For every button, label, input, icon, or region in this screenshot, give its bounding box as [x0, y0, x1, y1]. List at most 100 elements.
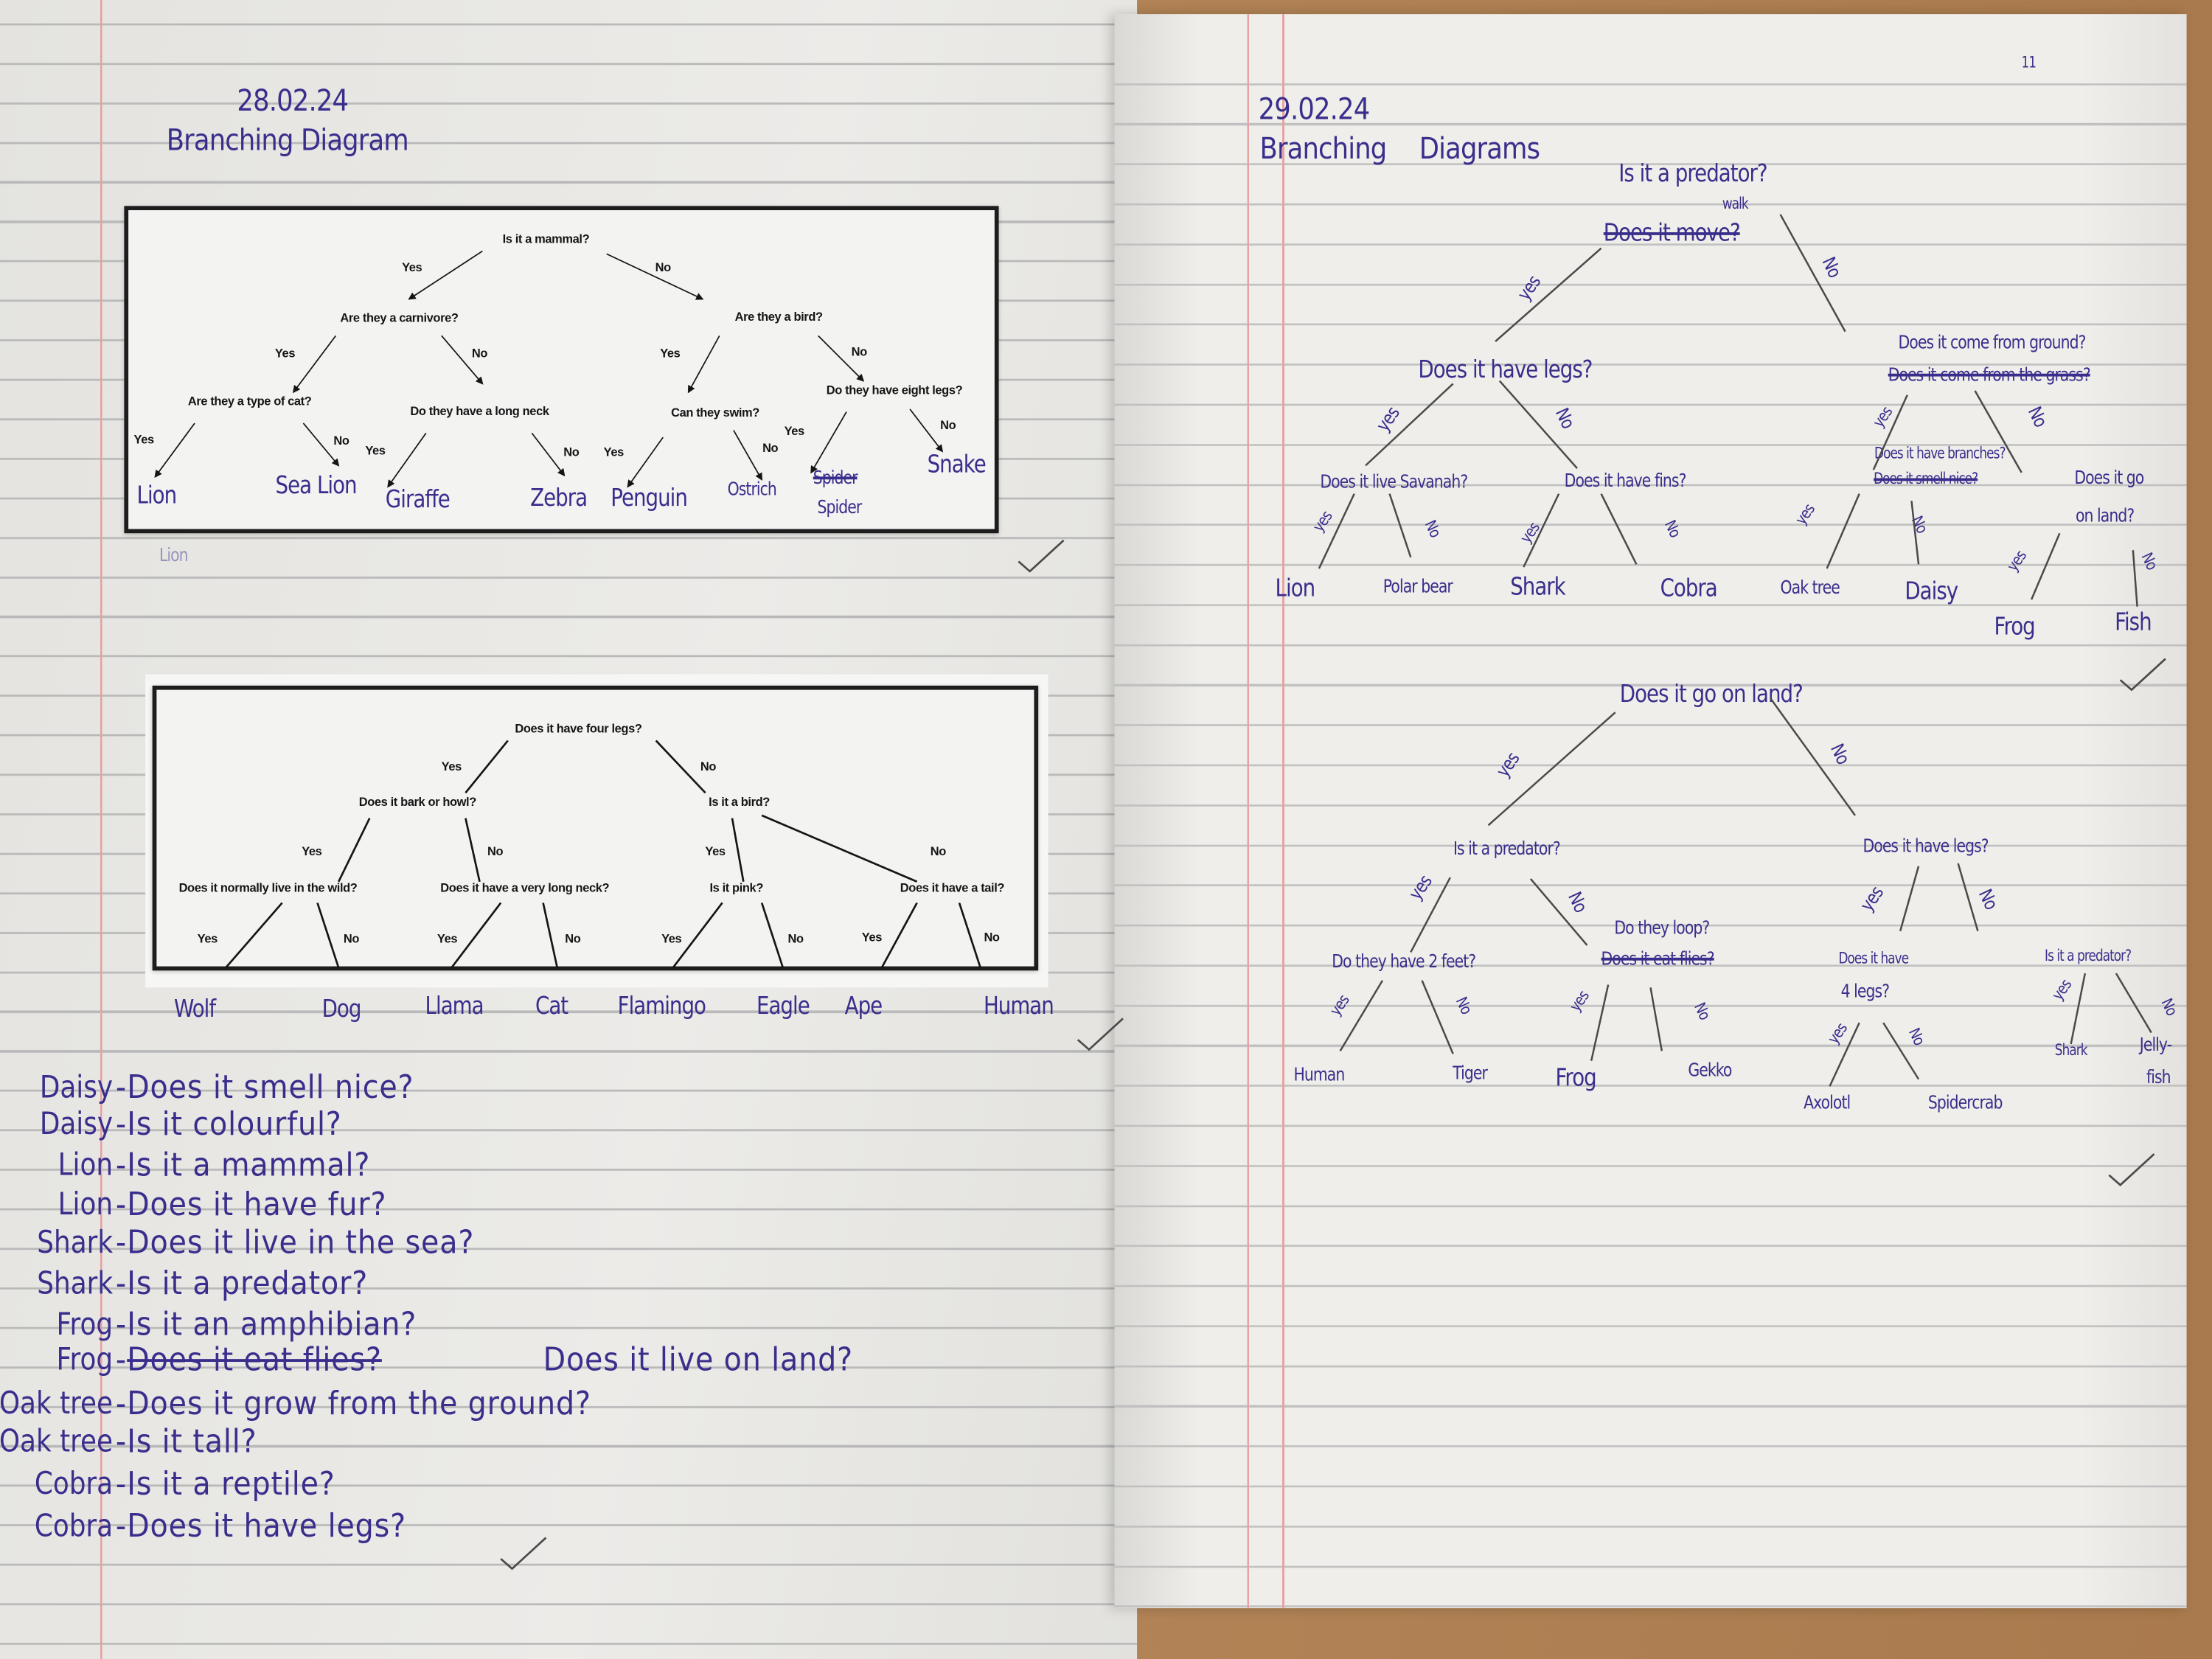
question-list-question: Does it live in the sea?	[127, 1225, 475, 1262]
tree-question-struck: Does it move?	[1603, 219, 1741, 248]
dash-separator: -	[115, 1069, 128, 1107]
answer-shark: Shark	[2054, 1040, 2088, 1060]
diagram-question: Is it a bird?	[709, 794, 770, 809]
tree-question: Does it have legs?	[1418, 356, 1593, 385]
dash-separator: -	[115, 1424, 128, 1461]
question-list-question: Is it an amphibian?	[127, 1307, 417, 1344]
question-list-question: Is it a reptile?	[127, 1466, 335, 1503]
answer-lion: Lion	[136, 481, 178, 510]
question-list-question: Is it tall?	[127, 1424, 257, 1461]
page-date: 28.02.24	[237, 83, 349, 118]
diagram-question: Do they have a long neck	[410, 403, 549, 418]
answer-llama: Llama	[425, 992, 484, 1021]
question-list-animal: Frog	[56, 1307, 114, 1343]
tree-question-struck: Does it smell nice?	[1874, 470, 1978, 488]
page-number: 11	[2021, 53, 2037, 72]
tree-question: Does it live Savanah?	[1320, 472, 1468, 494]
answer-spider: Spider	[817, 498, 862, 519]
answer-wolf: Wolf	[173, 995, 216, 1024]
tree-question: 4 legs?	[1840, 981, 1890, 1004]
branch-label-yes: Yes	[661, 931, 682, 946]
question-list-animal: Oak tree	[0, 1386, 114, 1422]
branch-label-no: No	[655, 260, 672, 274]
diagram-question: Does it have four legs?	[515, 721, 642, 736]
branch-label-no: No	[984, 930, 1000, 945]
tree-question: Does it have fins?	[1564, 470, 1687, 493]
branch-label-no: No	[787, 931, 804, 946]
answer-flamingo: Flamingo	[617, 992, 706, 1021]
question-list-animal: Frog	[56, 1343, 114, 1379]
dash-separator: -	[115, 1186, 128, 1224]
tree-question: Does it come from ground?	[1898, 333, 2087, 354]
tree-question: Does it have legs?	[1863, 836, 1989, 858]
branch-label-yes: Yes	[133, 431, 155, 447]
tree-question: Is it a predator?	[2045, 946, 2132, 965]
answer-cat: Cat	[535, 992, 568, 1021]
tree-question: Does it have branches?	[1874, 444, 2006, 463]
right-page	[1114, 14, 2187, 1609]
tree-question: Does it go on land?	[1619, 681, 1804, 709]
tree-question-struck: Does it come from the grass?	[1888, 365, 2091, 386]
page-title: Branching Diagram	[166, 123, 409, 158]
diagram-question: Are they a type of cat?	[187, 394, 312, 408]
branch-label-no: No	[471, 346, 488, 361]
tree-question: on land?	[2075, 506, 2135, 528]
branch-label-yes: Yes	[302, 844, 322, 858]
question-list-animal: Lion	[58, 1148, 114, 1184]
question-list-animal: Cobra	[34, 1509, 114, 1545]
dash-separator: -	[115, 1307, 128, 1344]
diagram-question: Do they have eight legs?	[826, 383, 963, 397]
diagram-question: Is it a mammal?	[502, 232, 590, 246]
branch-label-no: No	[940, 417, 956, 432]
branch-label-yes: Yes	[437, 931, 458, 946]
diagram-question: Are they a carnivore?	[340, 310, 459, 325]
diagram-question: Does it bark or howl?	[358, 794, 477, 809]
answer-human: Human	[983, 992, 1054, 1021]
branch-label-no: No	[762, 440, 779, 455]
answer-jellyfish: fish	[2146, 1068, 2171, 1089]
tree-insert: walk	[1722, 194, 1749, 213]
question-list-animal: Oak tree	[0, 1425, 114, 1461]
branch-label-yes: Yes	[705, 844, 726, 858]
answer-oak-tree: Oak tree	[1780, 578, 1840, 599]
dash-separator: -	[115, 1508, 128, 1545]
answer-spidercrab: Spidercrab	[1927, 1093, 2003, 1115]
question-list-animal: Daisy	[39, 1107, 114, 1143]
question-list-question: Does it have legs?	[127, 1508, 407, 1545]
answer-ostrich: Ostrich	[727, 479, 777, 501]
branch-label-no: No	[487, 844, 504, 858]
question-list-correction: Does it live on land?	[543, 1342, 854, 1379]
question-list-animal: Shark	[37, 1225, 114, 1262]
dash-separator: -	[115, 1106, 128, 1144]
branch-label-no: No	[565, 931, 581, 946]
answer-snake: Snake	[927, 451, 987, 479]
branch-label-no: No	[343, 931, 360, 946]
answer-jellyfish: Jelly-	[2139, 1035, 2172, 1057]
answer-zebra: Zebra	[530, 484, 588, 513]
answer-shark: Shark	[1510, 574, 1566, 602]
tree-question: Do they loop?	[1614, 918, 1710, 939]
answer-frog: Frog	[1555, 1064, 1597, 1093]
dash-separator: -	[115, 1147, 128, 1184]
tree-question-struck: Does it eat flies?	[1601, 949, 1715, 971]
page-title: Branching	[1259, 131, 1388, 166]
question-list-animal: Shark	[37, 1266, 114, 1302]
answer-eagle: Eagle	[756, 992, 810, 1021]
branch-label-no: No	[563, 445, 580, 459]
dash-separator: -	[115, 1466, 128, 1503]
branch-label-no: No	[851, 344, 868, 359]
branch-label-yes: Yes	[402, 260, 422, 274]
question-list-question: Does it eat flies?	[127, 1342, 382, 1379]
answer-sea-lion: Sea Lion	[275, 472, 358, 501]
answer-gekko: Gekko	[1688, 1060, 1732, 1082]
answer-penguin: Penguin	[611, 484, 688, 513]
answer-polar-bear: Polar bear	[1382, 577, 1453, 598]
page-title: Diagrams	[1419, 131, 1540, 166]
tree-question: Do they have 2 feet?	[1332, 952, 1476, 973]
question-list-question: Does it smell nice?	[127, 1069, 414, 1107]
branch-label-yes: Yes	[365, 443, 386, 458]
answer-human: Human	[1293, 1065, 1345, 1086]
branch-label-yes: Yes	[660, 346, 681, 361]
answer-giraffe: Giraffe	[385, 486, 451, 515]
